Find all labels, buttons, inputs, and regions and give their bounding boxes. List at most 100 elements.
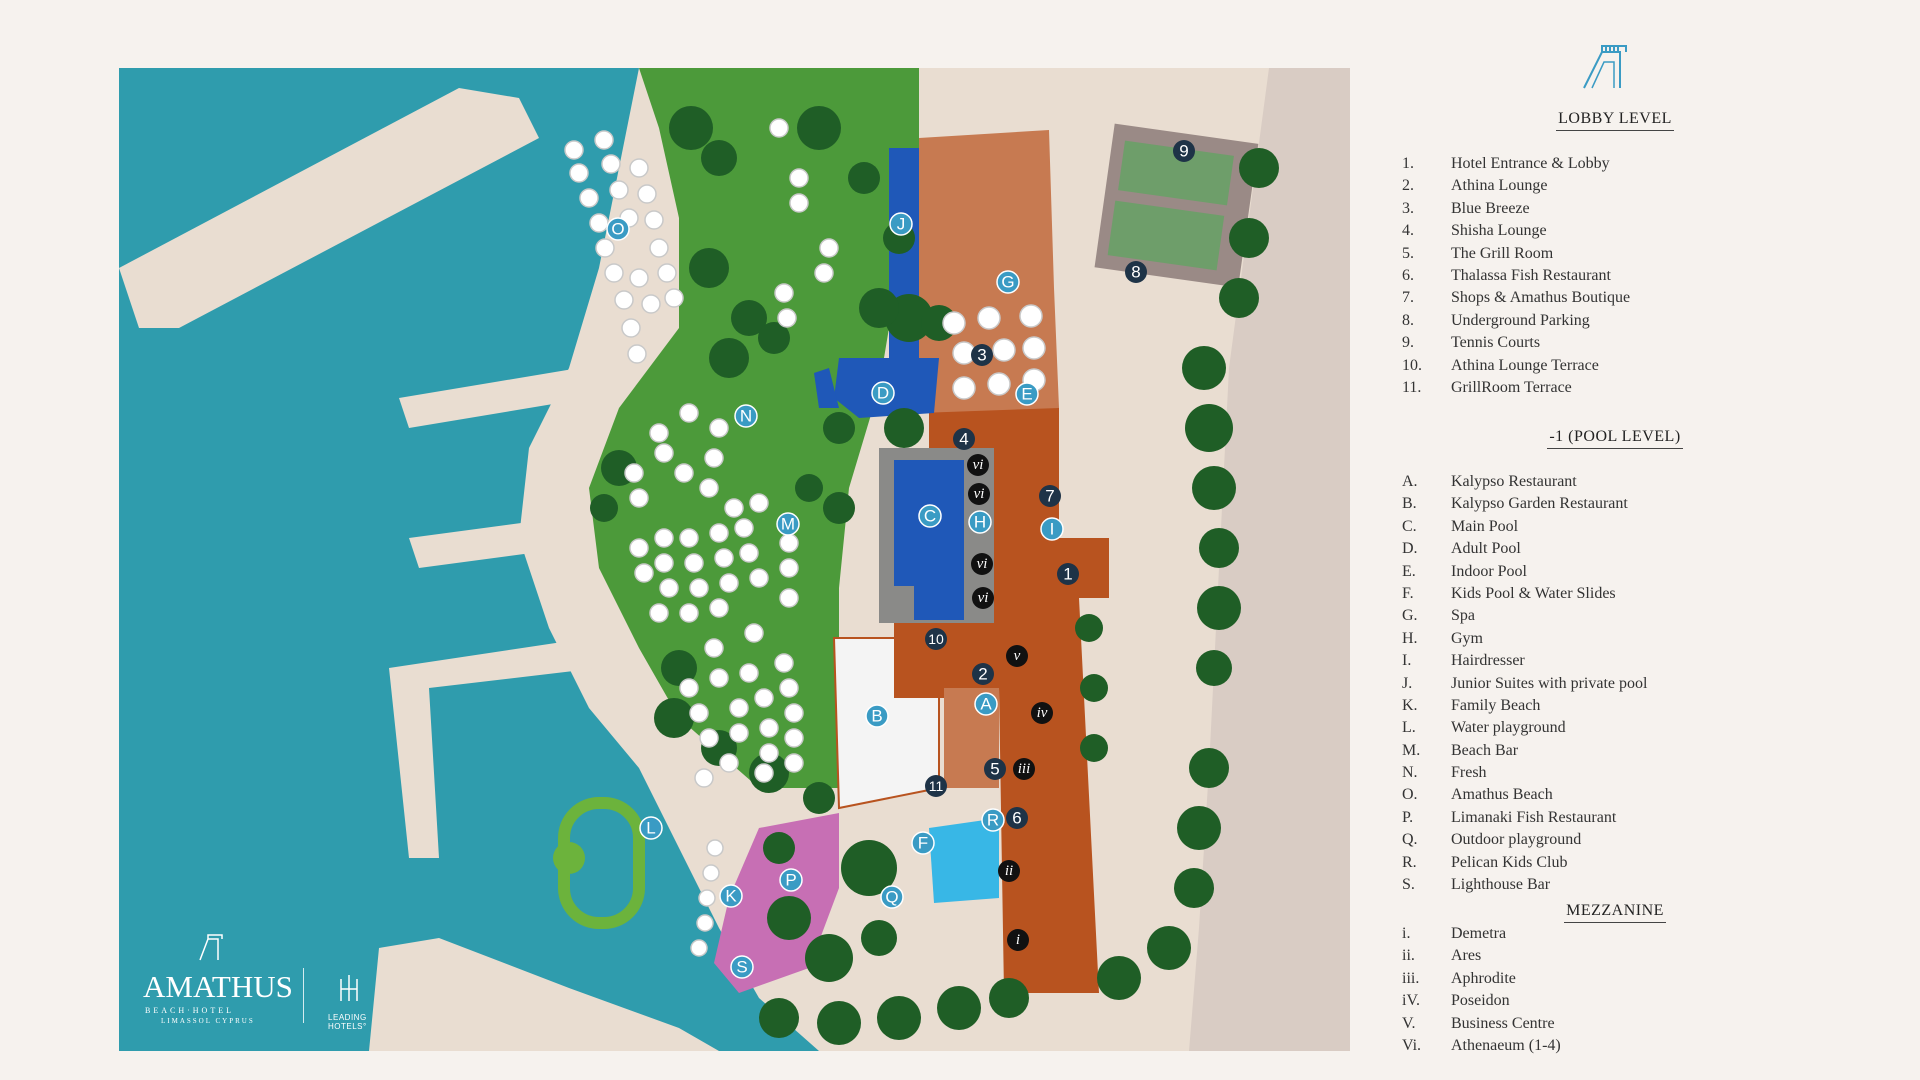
pool-item-label: Fresh — [1451, 764, 1487, 782]
pool-item-label: Indoor Pool — [1451, 562, 1527, 580]
marker-ii[interactable]: ii — [998, 860, 1020, 882]
map-illustration: 1 2 3 4 5 6 7 8 9 10 11 A B C D E F G H … — [119, 68, 1350, 1051]
marker-vi-2[interactable]: vi — [968, 483, 990, 505]
svg-text:9: 9 — [1179, 142, 1188, 161]
svg-text:M: M — [781, 515, 795, 534]
lobby-item-key: 9. — [1402, 334, 1414, 352]
pool-item-label: Pelican Kids Club — [1451, 853, 1568, 871]
pool-item-label: Spa — [1451, 607, 1475, 625]
svg-text:4: 4 — [959, 430, 968, 449]
mezzanine-item-key: iii. — [1402, 969, 1420, 987]
svg-text:vi: vi — [977, 556, 988, 572]
marker-I[interactable]: I — [1040, 517, 1064, 541]
mezzanine-item-label: Ares — [1451, 947, 1482, 965]
svg-text:O: O — [611, 220, 624, 239]
svg-text:L: L — [646, 819, 655, 838]
pool-item-key: F. — [1402, 584, 1414, 602]
marker-B[interactable]: B — [865, 704, 889, 728]
pool-item-label: Kalypso Restaurant — [1451, 473, 1577, 490]
marker-iv[interactable]: iv — [1031, 702, 1053, 724]
svg-text:A: A — [980, 695, 992, 714]
lobby-item-label: Athina Lounge — [1451, 177, 1548, 195]
svg-text:5: 5 — [990, 760, 999, 779]
marker-Q[interactable]: Q — [880, 885, 904, 909]
pool-item-key: C. — [1402, 517, 1417, 535]
marker-O[interactable]: O — [606, 217, 630, 241]
marker-J[interactable]: J — [889, 212, 913, 236]
pool-item-key: I. — [1402, 652, 1412, 670]
pool-item-label: Junior Suites with private pool — [1451, 674, 1648, 692]
marker-1[interactable]: 1 — [1057, 563, 1079, 585]
marker-vi-1[interactable]: vi — [967, 454, 989, 476]
pool-item-key: B. — [1402, 495, 1417, 513]
marker-N[interactable]: N — [734, 404, 758, 428]
marker-3[interactable]: 3 — [971, 344, 993, 366]
marker-10[interactable]: 10 — [925, 628, 947, 650]
marker-K[interactable]: K — [719, 884, 743, 908]
marker-vi-4[interactable]: vi — [972, 587, 994, 609]
pool-item-label: Family Beach — [1451, 696, 1541, 714]
marker-E[interactable]: E — [1015, 382, 1039, 406]
pool-item-key: R. — [1402, 853, 1417, 871]
lobby-item-label: Underground Parking — [1451, 311, 1590, 329]
mezzanine-title: MEZZANINE — [1380, 902, 1850, 923]
pool-item-key: L. — [1402, 719, 1416, 737]
resort-map: 1 2 3 4 5 6 7 8 9 10 11 A B C D E F G H … — [119, 68, 1350, 1051]
marker-8[interactable]: 8 — [1125, 261, 1147, 283]
mezzanine-item-key: i. — [1402, 925, 1411, 942]
marker-R[interactable]: R — [981, 808, 1005, 832]
mezzanine-item-label: Demetra — [1451, 925, 1507, 942]
marker-iii[interactable]: iii — [1013, 758, 1035, 780]
svg-text:J: J — [897, 215, 906, 234]
partner-line-1: LEADING — [328, 1013, 367, 1022]
svg-text:D: D — [877, 384, 889, 403]
tennis-court-2 — [1107, 200, 1225, 271]
pool-item-key: J. — [1402, 674, 1413, 692]
marker-A[interactable]: A — [974, 692, 998, 716]
marker-11[interactable]: 11 — [925, 775, 947, 797]
marker-v[interactable]: v — [1006, 645, 1028, 667]
lobby-item-key: 6. — [1402, 266, 1414, 284]
marker-2[interactable]: 2 — [972, 663, 994, 685]
pool-item-key: D. — [1402, 540, 1418, 558]
lobby-item-label: Hotel Entrance & Lobby — [1451, 155, 1610, 172]
road — [1189, 68, 1350, 1051]
pool-item-key: A. — [1402, 473, 1418, 490]
marker-P[interactable]: P — [779, 868, 803, 892]
pool-item-label: Limanaki Fish Restaurant — [1451, 808, 1617, 826]
svg-text:iii: iii — [1018, 761, 1031, 777]
marker-7[interactable]: 7 — [1039, 485, 1061, 507]
mezzanine-item-label: Poseidon — [1451, 992, 1510, 1010]
pool-item-label: Amathus Beach — [1451, 786, 1553, 804]
pool-item-key: G. — [1402, 607, 1418, 625]
marker-L[interactable]: L — [639, 816, 663, 840]
marker-i[interactable]: i — [1007, 929, 1029, 951]
marker-F[interactable]: F — [911, 831, 935, 855]
breakwater-top — [119, 88, 539, 328]
svg-text:vi: vi — [978, 590, 989, 606]
marker-G[interactable]: G — [996, 270, 1020, 294]
svg-text:6: 6 — [1012, 809, 1021, 828]
lobby-item-label: Thalassa Fish Restaurant — [1451, 266, 1611, 284]
lobby-level-title: LOBBY LEVEL — [1380, 110, 1850, 131]
marker-5[interactable]: 5 — [984, 758, 1006, 780]
pool-item-key: O. — [1402, 786, 1418, 804]
marker-S[interactable]: S — [730, 955, 754, 979]
pier-1 — [399, 368, 589, 428]
svg-text:K: K — [725, 887, 737, 906]
marker-4[interactable]: 4 — [953, 428, 975, 450]
marker-M[interactable]: M — [776, 512, 800, 536]
svg-text:8: 8 — [1131, 263, 1140, 282]
marker-vi-3[interactable]: vi — [971, 553, 993, 575]
svg-text:2: 2 — [978, 665, 987, 684]
pool-item-label: Hairdresser — [1451, 652, 1525, 670]
marker-9[interactable]: 9 — [1173, 140, 1195, 162]
brand-logo: AMATHUS BEACH·HOTEL LIMASSOL CYPRUS LEAD… — [143, 933, 393, 1031]
kids-pool — [929, 818, 999, 903]
marker-D[interactable]: D — [871, 381, 895, 405]
marker-H[interactable]: H — [968, 510, 992, 534]
marker-C[interactable]: C — [918, 504, 942, 528]
marker-6[interactable]: 6 — [1006, 807, 1028, 829]
pool-level-title: -1 (POOL LEVEL) — [1380, 428, 1850, 449]
pool-item-key: S. — [1402, 876, 1415, 894]
